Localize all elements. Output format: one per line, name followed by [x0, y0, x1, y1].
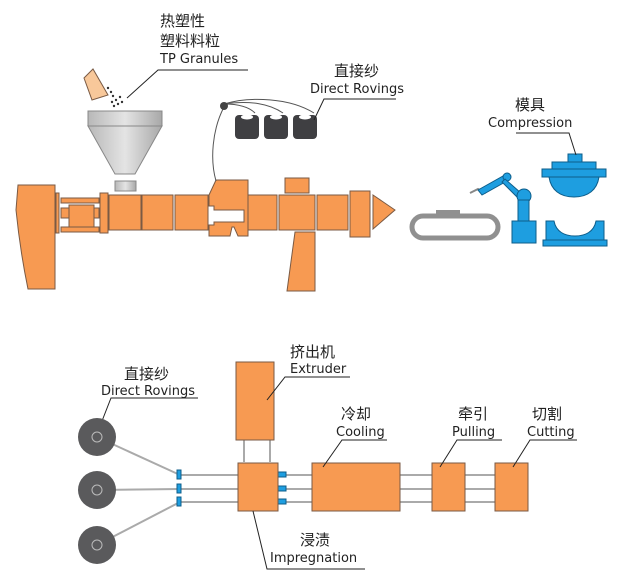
- roving-spool-icons: [235, 114, 317, 139]
- discharge-chute: [286, 231, 316, 292]
- granules-label: 热塑性 塑料料粒 TP Granules: [126, 12, 248, 99]
- top-rovings-label-cn: 直接纱: [334, 62, 379, 80]
- granules-leader-line: [126, 69, 248, 99]
- pulling-leader-line: [439, 439, 502, 468]
- scoop-icon: [83, 68, 109, 101]
- cutting-label-cn: 切割: [532, 405, 562, 423]
- extruder-label-cn: 挤出机: [290, 343, 335, 361]
- extruder-label: 挤出机 Extruder: [266, 343, 350, 401]
- cutting-label: 切割 Cutting: [512, 405, 577, 468]
- impregnation-label: 浸渍 Impregnation: [252, 510, 365, 570]
- robot-arm-icon: [469, 172, 537, 244]
- top-rovings-label: 直接纱 Direct Rovings: [310, 62, 404, 121]
- bottom-rovings-label: 直接纱 Direct Rovings: [101, 365, 198, 422]
- extruder-label-en: Extruder: [290, 362, 347, 377]
- pulling-label: 牵引 Pulling: [439, 405, 502, 468]
- pulling-box: [431, 462, 466, 512]
- top-rovings-leader-line: [313, 98, 396, 121]
- conveyor-icon: [409, 210, 501, 241]
- cooling-leader-line: [322, 439, 387, 468]
- cutting-leader-line: [512, 439, 577, 468]
- cooling-label-cn: 冷却: [341, 405, 371, 423]
- spool-icon: [78, 526, 116, 564]
- compression-leader-line: [516, 132, 577, 156]
- cutting-box: [494, 462, 529, 512]
- extruder-box: [235, 361, 275, 441]
- top-rovings-label-en: Direct Rovings: [310, 82, 404, 97]
- motor-housing: [15, 184, 56, 290]
- cutting-label-en: Cutting: [527, 425, 575, 440]
- compression-mold-icon: [541, 153, 608, 247]
- pulling-label-en: Pulling: [452, 425, 495, 440]
- impregnation-box: [237, 462, 279, 512]
- cooling-label: 冷却 Cooling: [322, 405, 387, 468]
- spool-icon: [78, 418, 116, 456]
- cooling-label-en: Cooling: [336, 425, 385, 440]
- bottom-roving-spools: [78, 418, 116, 564]
- roving-guide-icon: [220, 102, 228, 110]
- spool-icon: [78, 471, 116, 509]
- compression-label-cn: 模具: [515, 96, 545, 114]
- roving-inlet-block: [208, 179, 249, 237]
- extruder-leader-line: [266, 376, 350, 401]
- granules-label-en: TP Granules: [159, 52, 238, 67]
- lft-extruder: [15, 177, 396, 292]
- granules-label-cn-2: 塑料料粒: [160, 32, 220, 50]
- granules-label-cn-1: 热塑性: [160, 12, 205, 30]
- granules-icon: [106, 86, 124, 108]
- bottom-rovings-label-en: Direct Rovings: [101, 384, 195, 399]
- compression-label-en: Compression: [488, 116, 572, 131]
- impregnation-label-cn: 浸渍: [300, 531, 330, 549]
- die-nozzle: [372, 194, 396, 231]
- pulling-label-cn: 牵引: [458, 405, 488, 423]
- hopper-icon: [87, 110, 163, 192]
- impregnation-label-en: Impregnation: [270, 551, 357, 566]
- cooling-box: [311, 462, 401, 512]
- top-rovings: [212, 98, 317, 182]
- impregnation-leader-line: [252, 510, 365, 570]
- compression-label: 模具 Compression: [488, 96, 577, 156]
- bottom-rovings-leader-line: [101, 397, 198, 422]
- bottom-rovings-label-cn: 直接纱: [124, 365, 169, 383]
